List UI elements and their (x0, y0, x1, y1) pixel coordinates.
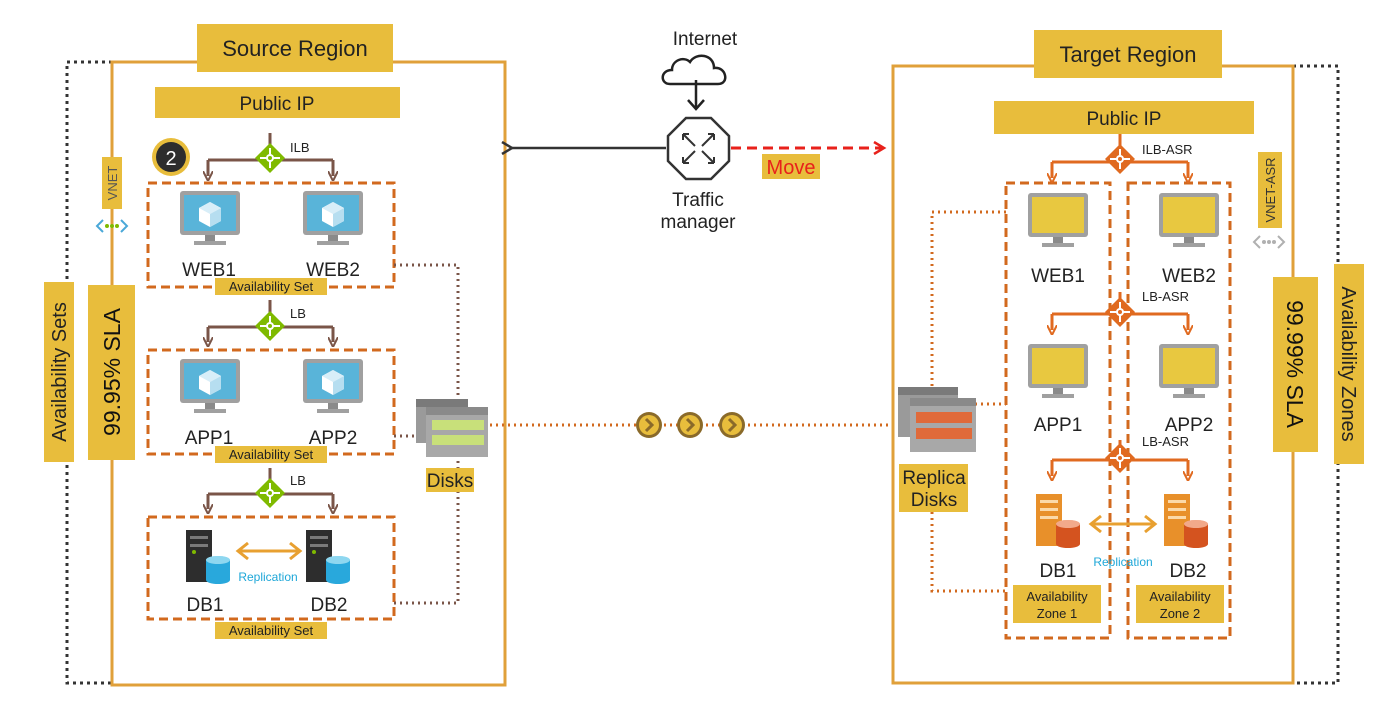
traffic-manager-icon (666, 116, 731, 181)
chevron-icon (717, 410, 747, 440)
app2-label: APP2 (309, 428, 358, 449)
target-db2-label: DB2 (1170, 561, 1207, 582)
svg-text:Availability Set: Availability Set (229, 623, 314, 638)
app1-monitor-icon (180, 359, 240, 413)
svg-text:Move: Move (767, 157, 816, 179)
svg-text:VNET: VNET (105, 166, 120, 201)
source-sla-label: 99.95% SLA (88, 285, 135, 460)
replica-disk-connectors (930, 210, 1006, 593)
disks-icon (416, 399, 488, 457)
ilb-label: ILB (290, 140, 310, 155)
vnet-asr-icon (1252, 235, 1286, 249)
app1-label: APP1 (185, 428, 234, 449)
svg-text:99.95% SLA: 99.95% SLA (99, 307, 125, 436)
web2-label: WEB2 (306, 260, 360, 281)
lb2-label: LB (290, 473, 306, 488)
target-app1-monitor-icon (1028, 344, 1088, 398)
svg-text:Target Region: Target Region (1060, 42, 1197, 67)
svg-text:Availability Set: Availability Set (229, 447, 314, 462)
target-replication-label: Replication (1093, 555, 1152, 569)
lb-asr-1-label: LB-ASR (1142, 289, 1189, 304)
target-web2-monitor-icon (1159, 193, 1219, 247)
db2-label: DB2 (311, 595, 348, 616)
db2-database-icon (306, 530, 350, 584)
target-web2-label: WEB2 (1162, 266, 1216, 287)
source-region-label: Source Region (197, 24, 393, 72)
lb-asr-2-label: LB-ASR (1142, 434, 1189, 449)
availability-zone-1-box (1004, 181, 1112, 640)
app2-monitor-icon (303, 359, 363, 413)
chevron-icon (634, 410, 664, 440)
web-availability-set (146, 181, 396, 289)
svg-text:99.99% SLA: 99.99% SLA (1282, 300, 1308, 429)
svg-text:Public IP: Public IP (240, 94, 315, 115)
target-db2-database-icon (1164, 494, 1208, 548)
svg-text:Availability Zones: Availability Zones (1337, 286, 1359, 441)
disks-label: Disks (426, 468, 474, 492)
target-vnet-label: VNET-ASR (1258, 152, 1282, 228)
chevron-icon (675, 410, 705, 440)
lb1-label: LB (290, 306, 306, 321)
target-db1-database-icon (1036, 494, 1080, 548)
db1-label: DB1 (187, 595, 224, 616)
web1-label: WEB1 (182, 260, 236, 281)
app-availability-set-label: Availability Set (215, 446, 327, 463)
target-app2-monitor-icon (1159, 344, 1219, 398)
availability-zones-label: Availability Zones (1334, 264, 1364, 464)
web-availability-set-label: Availability Set (215, 278, 327, 295)
svg-text:Availability Sets: Availability Sets (49, 302, 71, 442)
target-sla-label: 99.99% SLA (1273, 277, 1318, 452)
move-label: Move (762, 154, 820, 179)
db-availability-set-label: Availability Set (215, 622, 327, 639)
source-replication-label: Replication (238, 570, 297, 584)
disk-connectors (394, 263, 460, 605)
cloud-icon (661, 54, 727, 111)
web2-monitor-icon (303, 191, 363, 245)
replication-arrow-icon (235, 541, 303, 561)
source-public-ip: Public IP (155, 87, 400, 118)
target-web1-monitor-icon (1028, 193, 1088, 247)
db-availability-set (146, 515, 396, 621)
lb-icon (254, 310, 286, 342)
ilb-asr-label: ILB-ASR (1142, 142, 1193, 157)
ilb-asr-icon (1104, 143, 1136, 175)
source-vnet-label: VNET (102, 157, 122, 209)
internet-label: Internet (673, 29, 738, 50)
target-db1-label: DB1 (1040, 561, 1077, 582)
svg-text:2: 2 (165, 148, 176, 170)
vnet-icon (95, 219, 129, 233)
target-app2-label: APP2 (1165, 415, 1214, 436)
app-availability-set (146, 348, 396, 456)
svg-text:Disks: Disks (427, 471, 473, 492)
target-app1-label: APP1 (1034, 415, 1083, 436)
target-availability-zones-border (1293, 64, 1340, 685)
availability-zone-2-box (1126, 181, 1232, 640)
svg-text:Source Region: Source Region (222, 36, 368, 61)
source-availability-sets-border (65, 60, 112, 685)
target-public-ip: Public IP (994, 101, 1254, 134)
svg-text:VNET-ASR: VNET-ASR (1263, 157, 1278, 222)
ilb-icon (254, 142, 286, 174)
lb-icon (254, 477, 286, 509)
target-web1-label: WEB1 (1031, 266, 1085, 287)
svg-text:Public IP: Public IP (1087, 109, 1162, 130)
db1-database-icon (186, 530, 230, 584)
web1-monitor-icon (180, 191, 240, 245)
svg-text:Availability Set: Availability Set (229, 279, 314, 294)
target-replication-arrow-icon (1088, 514, 1158, 534)
availability-sets-label: Availability Sets (44, 282, 74, 462)
replica-disks-icon (898, 387, 976, 452)
target-region-label: Target Region (1034, 30, 1222, 78)
step-badge: 2 (152, 138, 190, 176)
